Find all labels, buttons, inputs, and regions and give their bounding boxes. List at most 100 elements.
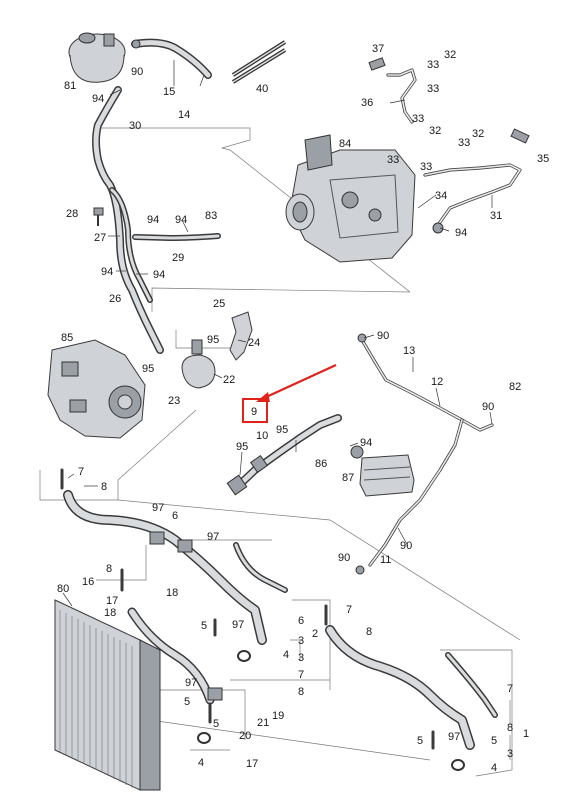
callout-94: 94 [455, 227, 467, 239]
hose-29 [132, 233, 221, 241]
callout-33: 33 [458, 137, 470, 149]
callout-8: 8 [298, 686, 304, 698]
bolt-28 [93, 207, 104, 226]
callout-94: 94 [92, 93, 104, 105]
callout-36: 36 [361, 97, 373, 109]
callout-33: 33 [420, 161, 432, 173]
callout-22: 22 [223, 374, 235, 386]
callout-2: 2 [312, 628, 318, 640]
callout-33: 33 [387, 154, 399, 166]
callout-3: 3 [298, 635, 304, 647]
callout-19: 19 [272, 710, 284, 722]
callout-82: 82 [509, 381, 521, 393]
callout-80: 80 [57, 583, 69, 595]
turbocharger [285, 134, 416, 263]
callout-3: 3 [507, 748, 513, 760]
callout-33: 33 [412, 113, 424, 125]
callout-7: 7 [298, 669, 304, 681]
callout-11: 11 [380, 554, 391, 566]
callout-9: 9 [251, 406, 257, 418]
callout-30: 30 [129, 120, 141, 132]
callout-labels: 81 90 94 15 14 30 40 37 33 32 36 33 33 3… [57, 43, 549, 774]
callout-32: 32 [429, 125, 441, 137]
cable-ties [231, 40, 287, 84]
callout-7: 7 [346, 604, 352, 616]
callout-1: 1 [523, 728, 529, 740]
callout-97: 97 [152, 502, 164, 514]
callout-33: 33 [427, 59, 439, 71]
callout-97: 97 [207, 531, 219, 543]
callout-95: 95 [142, 363, 154, 375]
callout-97: 97 [185, 677, 197, 689]
turbo-lines [368, 57, 530, 234]
callout-81: 81 [64, 80, 76, 92]
callout-4: 4 [283, 649, 289, 661]
callout-23: 23 [168, 395, 180, 407]
callout-26: 26 [109, 293, 121, 305]
leader-lines [62, 60, 493, 607]
callout-94: 94 [101, 266, 113, 278]
callout-83: 83 [205, 210, 217, 222]
callout-84: 84 [339, 138, 351, 150]
callout-28: 28 [66, 208, 78, 220]
callout-13: 13 [403, 345, 415, 357]
callout-8: 8 [106, 563, 112, 575]
callout-15: 15 [163, 86, 175, 98]
guide-lines [39, 127, 521, 777]
callout-4: 4 [198, 757, 204, 769]
callout-17: 17 [106, 595, 118, 607]
callout-94: 94 [175, 214, 187, 226]
callout-8: 8 [101, 481, 107, 493]
expansion-tank [68, 32, 126, 83]
callout-25: 25 [213, 298, 225, 310]
callout-29: 29 [172, 252, 184, 264]
callout-35: 35 [537, 153, 549, 165]
callout-32: 32 [472, 128, 484, 140]
callout-7: 7 [78, 466, 84, 478]
callout-95: 95 [276, 424, 288, 436]
callout-95: 95 [207, 334, 219, 346]
callout-97: 97 [232, 619, 244, 631]
callout-90: 90 [338, 552, 350, 564]
aux-pump [181, 311, 253, 389]
callout-90: 90 [482, 401, 494, 413]
callout-32: 32 [444, 49, 456, 61]
callout-87: 87 [342, 472, 354, 484]
callout-90: 90 [131, 66, 143, 78]
tank-hose [131, 38, 212, 79]
callout-10: 10 [256, 430, 268, 442]
metal-pipe-12 [355, 333, 494, 575]
callout-17: 17 [246, 758, 258, 770]
clamps [60, 468, 465, 771]
callout-34: 34 [435, 190, 447, 202]
callout-3: 3 [298, 652, 304, 664]
callout-90: 90 [377, 330, 389, 342]
callout-20: 20 [239, 730, 251, 742]
callout-14: 14 [178, 109, 190, 121]
callout-95: 95 [236, 441, 248, 453]
callout-24: 24 [248, 337, 260, 349]
lower-hoses [63, 490, 498, 750]
callout-94: 94 [153, 269, 165, 281]
left-vertical-hose [92, 86, 164, 354]
radiator [54, 599, 161, 791]
callout-6: 6 [298, 615, 304, 627]
callout-5: 5 [491, 735, 497, 747]
callout-18: 18 [104, 607, 116, 619]
callout-12: 12 [431, 376, 443, 388]
callout-8: 8 [366, 626, 372, 638]
callout-5: 5 [184, 696, 190, 708]
callout-31: 31 [490, 210, 502, 222]
callout-8: 8 [507, 722, 513, 734]
hose-assembly-9 [226, 414, 342, 496]
callout-16: 16 [82, 576, 94, 588]
callout-85: 85 [61, 332, 73, 344]
callout-5: 5 [201, 620, 207, 632]
callout-18: 18 [166, 587, 178, 599]
callout-27: 27 [94, 232, 106, 244]
callout-94: 94 [360, 437, 372, 449]
callout-33: 33 [427, 83, 439, 95]
callout-94: 94 [147, 214, 159, 226]
callout-21: 21 [257, 717, 269, 729]
